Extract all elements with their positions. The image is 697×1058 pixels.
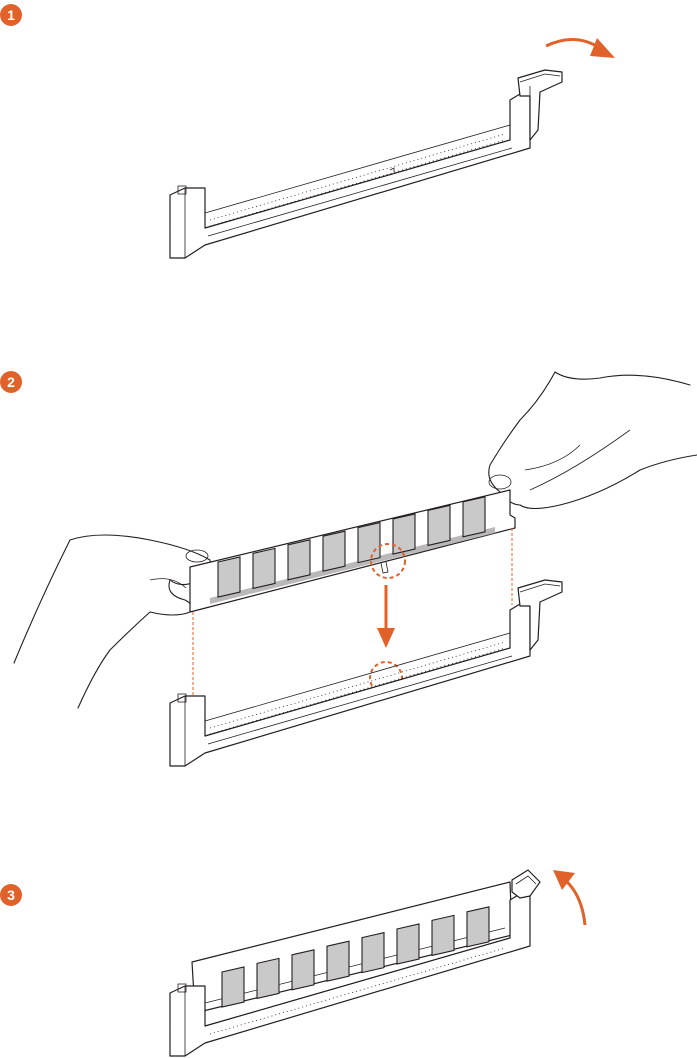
right-hand bbox=[489, 372, 697, 509]
dram-chip bbox=[323, 531, 345, 571]
dram-chip bbox=[288, 540, 310, 580]
step-1-illustration bbox=[0, 0, 697, 280]
dram-chip bbox=[292, 950, 314, 990]
step-2-illustration bbox=[0, 360, 697, 780]
left-hand bbox=[14, 535, 210, 708]
dram-chip bbox=[257, 958, 279, 998]
dimm-slot bbox=[170, 604, 530, 766]
slot-clip-closed bbox=[512, 870, 540, 898]
step-3-illustration bbox=[0, 860, 697, 1058]
open-clip-arrow bbox=[546, 38, 615, 58]
dram-chip bbox=[467, 907, 489, 947]
dram-chip bbox=[327, 941, 349, 981]
dram-chip bbox=[397, 924, 419, 964]
dram-chip bbox=[253, 548, 275, 588]
dimm-slot bbox=[170, 94, 530, 258]
dram-chip bbox=[218, 557, 240, 597]
dram-chip bbox=[432, 915, 454, 955]
dram-chip bbox=[463, 497, 485, 537]
dram-chip bbox=[358, 523, 380, 563]
dram-chip bbox=[222, 967, 244, 1007]
insert-arrow bbox=[377, 585, 395, 648]
dram-chip bbox=[428, 505, 450, 545]
close-clip-arrow bbox=[553, 870, 585, 925]
dram-chip bbox=[393, 514, 415, 554]
dram-chip bbox=[362, 933, 384, 973]
